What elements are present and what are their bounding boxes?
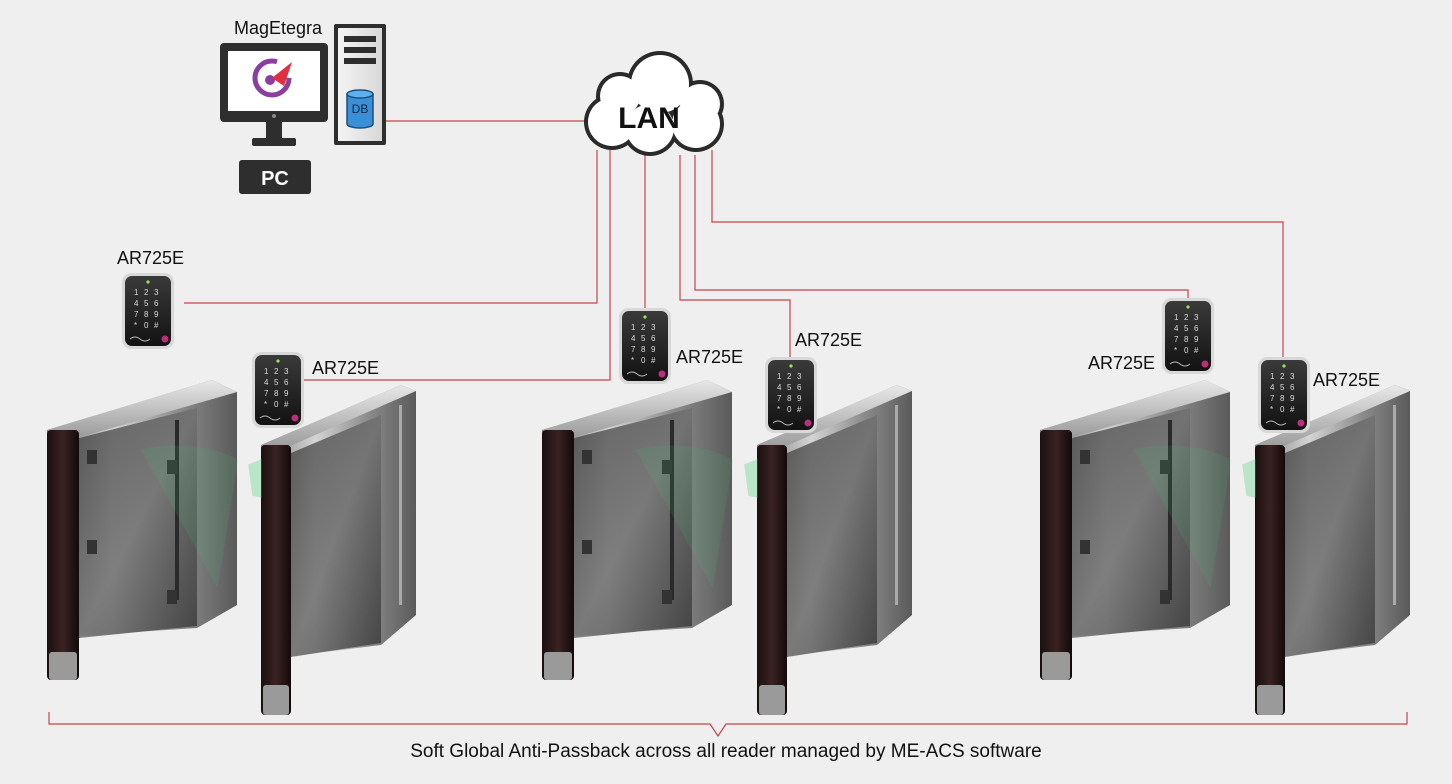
reader-label: AR725E (117, 248, 184, 268)
pc-group: MagEtegra PC DB (220, 18, 386, 194)
card-reader-icon (1161, 297, 1215, 375)
gate-lane-3 (1039, 379, 1411, 716)
card-reader-icon (764, 356, 818, 434)
lan-label: LAN (618, 102, 680, 135)
reader-label: AR725E (795, 330, 862, 350)
reader-label: AR725E (312, 358, 379, 378)
app-name: MagEtegra (234, 18, 323, 38)
card-reader-icon (251, 351, 305, 429)
reader-label: AR725E (1088, 353, 1155, 373)
reader-label: AR725E (676, 347, 743, 367)
db-label: DB (352, 102, 369, 116)
gate-lane-1 (46, 379, 417, 716)
group-bracket (48, 712, 1408, 738)
gate-lane-2 (541, 379, 913, 716)
pc-label: PC (261, 168, 289, 190)
card-reader-icon (121, 272, 175, 350)
caption: Soft Global Anti-Passback across all rea… (410, 741, 1042, 762)
database-icon (346, 89, 374, 129)
card-reader-icon (1257, 356, 1311, 434)
reader-label: AR725E (1313, 370, 1380, 390)
lan-cables (184, 120, 1284, 381)
pc-badge (239, 160, 311, 194)
card-reader-icon (618, 307, 672, 385)
lan-cloud (584, 51, 724, 156)
magetegra-logo-icon (252, 58, 292, 98)
